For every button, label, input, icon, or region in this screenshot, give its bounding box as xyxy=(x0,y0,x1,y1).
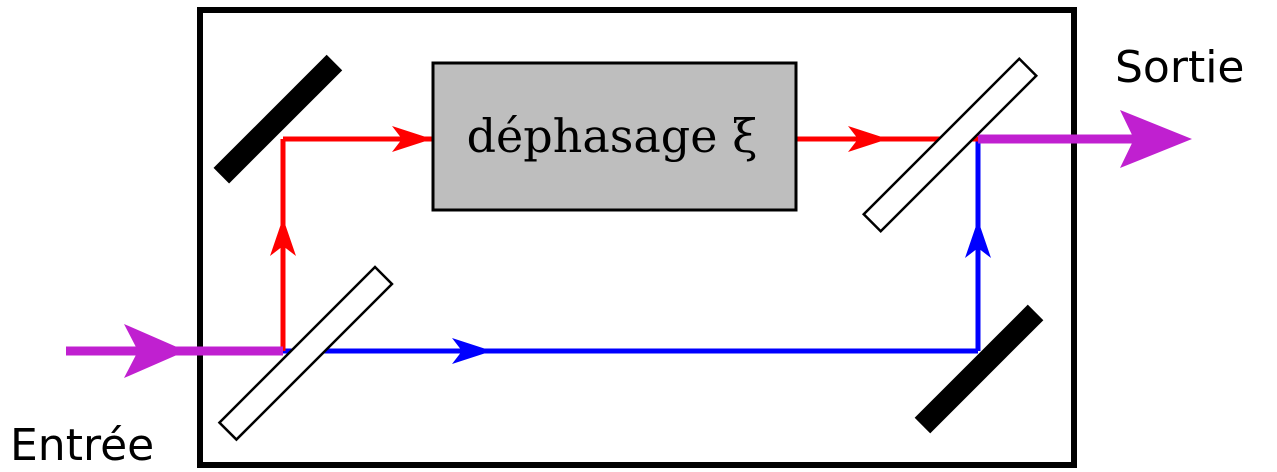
mirror-top-left xyxy=(213,54,343,184)
mirror-bottom-right xyxy=(914,304,1044,434)
output-label: Sortie xyxy=(1115,42,1245,93)
lower-arm-beam xyxy=(283,139,991,364)
input-label: Entrée xyxy=(10,420,154,471)
output-beam-arrow xyxy=(1120,110,1192,168)
phase-shifter-box xyxy=(431,61,798,212)
beam-splitter-output xyxy=(861,56,1039,234)
beam-splitter-input xyxy=(217,265,394,442)
upper-arm-arrow-vertical xyxy=(270,218,296,256)
input-beam xyxy=(66,324,283,378)
lower-arm-arrow-vertical xyxy=(965,220,991,258)
output-beam xyxy=(978,110,1192,168)
upper-arm-beam xyxy=(270,126,978,351)
interferometer-frame xyxy=(197,7,1077,468)
lower-arm-arrow-horizontal xyxy=(452,338,492,364)
upper-arm-arrow-from-phase xyxy=(848,126,888,152)
phase-shifter-label: déphasage ξ xyxy=(467,109,758,163)
upper-arm-arrow-to-phase xyxy=(392,126,432,152)
input-beam-arrow xyxy=(124,324,186,378)
